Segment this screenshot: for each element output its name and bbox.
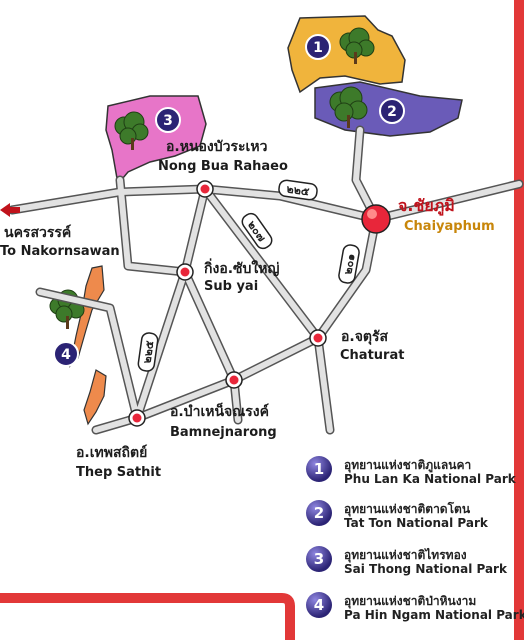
park-badge-2: 2 <box>379 98 405 124</box>
chaturat-thai-label: อ.จตุรัส <box>341 329 389 345</box>
page-border <box>0 593 295 640</box>
road-marker-label: ๒๒๕ <box>140 339 156 364</box>
chaturat-label: Chaturat <box>340 348 405 363</box>
park-badge-3: 3 <box>155 107 181 133</box>
svg-text:3: 3 <box>163 113 173 129</box>
bamnejnarong-label: Bamnejnarong <box>170 425 277 440</box>
sub-yai-thai-label: กิ่งอ.ซับใหญ่ <box>204 261 280 277</box>
legend-thai-label: อุทยานแห่งชาติไทรทอง <box>344 548 467 562</box>
legend-number: 4 <box>306 592 332 618</box>
bamnejnarong-thai-label: อ.บำเหน็จณรงค์ <box>170 404 269 420</box>
tree-icon <box>329 86 368 128</box>
legend-number: 2 <box>306 500 332 526</box>
svg-text:4: 4 <box>61 347 71 363</box>
thep-sathit-label: Thep Sathit <box>76 465 162 480</box>
tree-icon <box>114 111 149 150</box>
park-area-4b <box>83 369 107 426</box>
legend-label: Sai Thong National Park <box>344 562 507 576</box>
chaiyaphum-label: Chaiyaphum <box>404 219 495 234</box>
arrow-left-icon <box>0 203 20 217</box>
nakornsawan-label: To Nakornsawan <box>0 244 120 259</box>
park-badge-4: 4 <box>53 341 79 367</box>
road-marker: ๒๒๕ <box>137 332 159 372</box>
legend-label: Pa Hin Ngam National Park <box>344 608 524 622</box>
park-badge-1: 1 <box>305 34 331 60</box>
legend-thai-label: อุทยานแห่งชาติตาดโตน <box>344 502 471 516</box>
legend-label: Tat Ton National Park <box>344 516 488 530</box>
svg-text:2: 2 <box>387 104 397 120</box>
road-marker: ๒๐๑ <box>338 244 360 284</box>
legend-number: 3 <box>306 546 332 572</box>
road-network <box>7 125 524 435</box>
legend-number: 1 <box>306 456 332 482</box>
road-marker-label: ๒๐๑ <box>341 253 357 276</box>
nong-bua-rahaeo-thai-label: อ.หนองบัวระเหว <box>166 139 268 155</box>
nong-bua-rahaeo-label: Nong Bua Rahaeo <box>158 159 288 174</box>
road-marker-label: ๒๒๕ <box>286 182 311 198</box>
svg-text:1: 1 <box>313 40 323 56</box>
road-marker: ๒๒๕ <box>278 179 318 201</box>
chaiyaphum-thai-label: จ.ชัยภูมิ <box>398 196 455 215</box>
legend-thai-label: อุทยานแห่งชาติภูแลนคา <box>344 458 472 472</box>
legend-thai-label: อุทยานแห่งชาติป่าหินงาม <box>344 594 477 608</box>
legend-label: Phu Lan Ka National Park <box>344 472 516 486</box>
sub-yai-label: Sub yai <box>204 279 259 294</box>
nakornsawan-thai-label: นครสวรรค์ <box>4 225 72 241</box>
thep-sathit-thai-label: อ.เทพสถิตย์ <box>76 445 148 461</box>
tree-icon <box>339 27 375 64</box>
town-markers <box>128 180 391 427</box>
